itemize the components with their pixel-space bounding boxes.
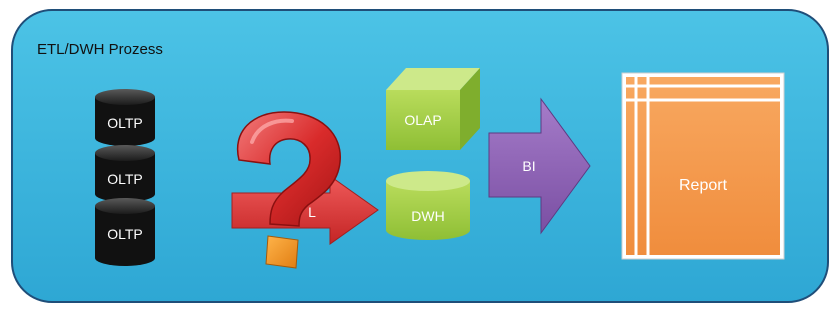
dwh-cylinder: DWH [386, 171, 470, 240]
oltp-label: OLTP [107, 115, 143, 131]
oltp-database-3: OLTP [95, 198, 155, 266]
panel-title: ETL/DWH Prozess [37, 41, 163, 58]
question-mark-glyph: ? [0, 0, 1, 1]
dwh-label: DWH [411, 208, 444, 224]
oltp-database-2: OLTP [95, 145, 155, 202]
oltp-label: OLTP [107, 226, 143, 242]
olap-cube: OLAP [386, 68, 480, 150]
report-document: Report [621, 72, 785, 260]
etl-arrow: L [231, 175, 379, 245]
oltp-label: OLTP [107, 171, 143, 187]
bi-label: BI [522, 158, 535, 174]
oltp-database-1: OLTP [95, 89, 155, 146]
olap-label: OLAP [404, 112, 441, 128]
bi-arrow: BI [488, 97, 591, 235]
question-mark-icon: ? [0, 0, 341, 269]
etl-arrow-label: L [308, 204, 316, 220]
report-label: Report [679, 177, 728, 194]
